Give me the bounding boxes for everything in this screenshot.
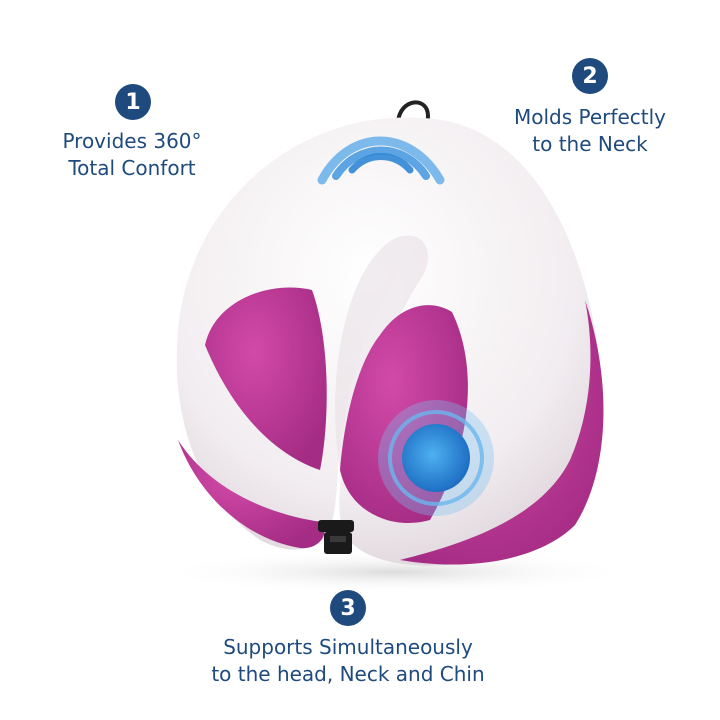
buckle-clasp <box>318 520 354 554</box>
pillow-body <box>176 117 602 566</box>
floor-shadow <box>155 550 635 594</box>
feature-2-line-1: Molds Perfectly <box>514 105 666 129</box>
right-pink-band <box>400 300 604 565</box>
feature-3-number-badge: 3 <box>330 590 366 626</box>
feature-2-text: Molds Perfectly to the Neck <box>500 104 680 158</box>
feature-1-number-badge: 1 <box>115 84 151 120</box>
feature-3-line-2: to the head, Neck and Chin <box>211 662 485 686</box>
feature-1-line-1: Provides 360° <box>62 129 202 153</box>
feature-3-line-1: Supports Simultaneously <box>223 635 473 659</box>
pressure-ripple-icon <box>378 400 494 516</box>
feature-3-text: Supports Simultaneously to the head, Nec… <box>190 634 506 688</box>
feature-2-number-badge: 2 <box>572 58 608 94</box>
feature-1-text: Provides 360° Total Confort <box>48 128 216 182</box>
feature-1-line-2: Total Confort <box>68 156 196 180</box>
feature-2-line-2: to the Neck <box>532 132 648 156</box>
left-pink-band <box>178 440 325 549</box>
left-pink-panel <box>205 287 327 470</box>
wave-icon <box>317 136 445 185</box>
